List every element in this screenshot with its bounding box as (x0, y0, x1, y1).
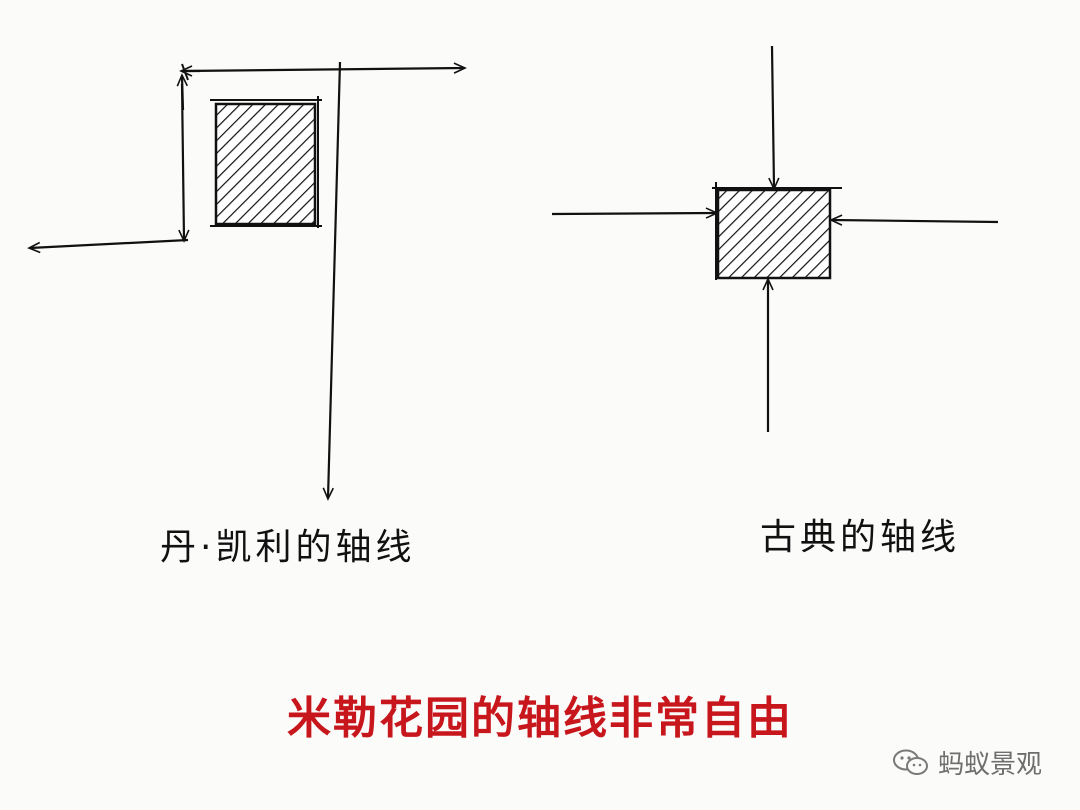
classical-axis-label: 古典的轴线 (760, 517, 961, 558)
kiley-left-axis (27, 238, 189, 254)
watermark-text: 蚂蚁景观 (938, 750, 1043, 780)
kiley-top-axis (183, 62, 467, 74)
watermark: 蚂蚁景观 (892, 744, 1042, 781)
kiley-hatched-block (214, 102, 317, 226)
kiley-axis-sketch (27, 61, 467, 501)
classical-top-axis (768, 45, 780, 191)
caption: 米勒花园的轴线非常自由 (287, 693, 793, 744)
classical-axis-sketch (551, 45, 999, 432)
kiley-long-axis (322, 61, 342, 501)
wechat-icon (893, 749, 928, 775)
classical-right-axis (829, 214, 999, 226)
classical-left-axis (551, 207, 719, 219)
kiley-axis-label: 丹·凯利的轴线 (160, 527, 416, 568)
classical-hatched-block (716, 188, 832, 280)
